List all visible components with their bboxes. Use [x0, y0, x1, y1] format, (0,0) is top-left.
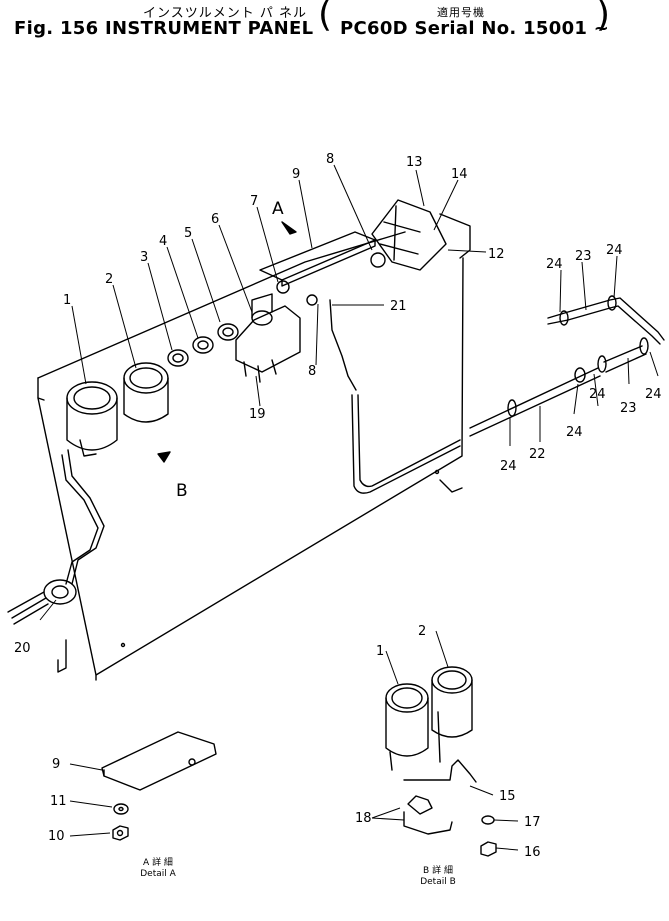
callout: 16 — [524, 845, 541, 860]
callout: 9 — [292, 167, 300, 182]
leader-lines — [39, 164, 659, 851]
callout: 24 — [606, 243, 623, 258]
callout: 10 — [48, 829, 65, 844]
callout: 4 — [159, 234, 167, 249]
callout: 24 — [589, 387, 606, 402]
serial-range: PC60D Serial No. 15001 ~ — [340, 18, 610, 39]
callout: 13 — [406, 155, 423, 170]
callout: 8 — [326, 152, 334, 167]
callout: 24 — [566, 425, 583, 440]
view-arrows — [157, 221, 297, 463]
figure-title: Fig. 156 INSTRUMENT PANEL — [14, 18, 313, 39]
detail-b-caption: B 詳 細 Detail B — [408, 866, 468, 888]
detail-a-parts — [101, 731, 217, 841]
view-label-a: A — [272, 199, 284, 219]
view-label-b: B — [176, 481, 188, 501]
callout: 24 — [546, 257, 563, 272]
switch-assembly — [235, 280, 301, 383]
close-paren: ) — [596, 0, 611, 35]
callout: 8 — [308, 364, 316, 379]
detail-b-parts — [385, 666, 497, 857]
callout: 12 — [488, 247, 505, 262]
detail-a-caption: A 詳 細 Detail A — [128, 858, 188, 880]
callout: 6 — [211, 212, 219, 227]
callout: 24 — [500, 459, 517, 474]
gauges-3-4-5 — [167, 323, 239, 367]
callout: 15 — [499, 789, 516, 804]
applicable-models-label: 適用号機 — [437, 6, 485, 19]
callout: 1 — [376, 644, 384, 659]
callout: 23 — [620, 401, 637, 416]
callout: 5 — [184, 226, 192, 241]
callout: 22 — [529, 447, 546, 462]
callout: 20 — [14, 641, 31, 656]
open-paren: ( — [318, 0, 333, 35]
callout: 18 — [355, 811, 372, 826]
callout: 21 — [390, 299, 407, 314]
callout: 17 — [524, 815, 541, 830]
meter-1 — [66, 381, 118, 457]
view-letters: A B — [176, 199, 284, 501]
figure-title-text: Fig. 156 INSTRUMENT PANEL — [14, 18, 314, 39]
detail-a-label: Detail A — [140, 869, 176, 879]
detail-b-label: Detail B — [420, 877, 456, 887]
callout: 7 — [250, 194, 258, 209]
callout-numbers: 1 2 3 4 5 6 7 8 8 9 12 13 14 19 20 21 22… — [14, 152, 662, 860]
japanese-title: インスツルメント パ ネル — [143, 6, 308, 21]
cable-20-with-grommet — [7, 449, 105, 625]
detail-a-jp: A 詳 細 — [143, 858, 173, 868]
wire-harness-21 — [306, 294, 461, 494]
callout: 11 — [50, 794, 67, 809]
callout: 24 — [645, 387, 662, 402]
meter-2 — [123, 362, 169, 423]
callout: 9 — [52, 757, 60, 772]
top-cover-plate — [259, 231, 376, 287]
callout: 23 — [575, 249, 592, 264]
callout: 14 — [451, 167, 468, 182]
callout: 2 — [105, 272, 113, 287]
callout: 19 — [249, 407, 266, 422]
rear-cable-assembly — [469, 295, 665, 437]
detail-b-jp: B 詳 細 — [423, 866, 453, 876]
callout: 1 — [63, 293, 71, 308]
callout: 2 — [418, 624, 426, 639]
instrument-panel-body — [37, 213, 471, 681]
callout: 3 — [140, 250, 148, 265]
fuse-relay-block — [370, 199, 447, 271]
